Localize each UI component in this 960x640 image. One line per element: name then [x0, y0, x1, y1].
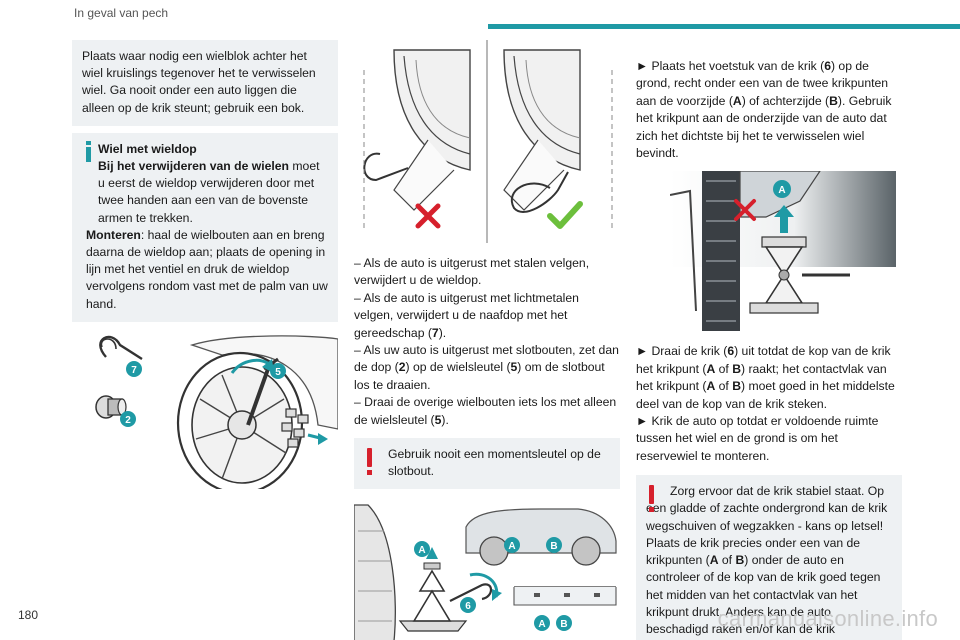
instructions-list: – Als de auto is uitgerust met stalen ve…: [354, 255, 620, 429]
svg-text:A: A: [778, 185, 785, 196]
info-mount-label: Monteren: [86, 227, 141, 242]
callout-a-jack: A: [414, 541, 430, 558]
svg-text:7: 7: [131, 365, 137, 376]
step-position-jack: ► Plaats het voetstuk van de krik (6) op…: [636, 59, 892, 161]
jack-contact-illustration: A: [670, 171, 902, 332]
svg-text:6: 6: [465, 601, 471, 612]
svg-text:A: A: [508, 541, 515, 552]
callout-5: 5: [270, 362, 286, 379]
info-lead-rest: moet u eerst de wieldop verwijderen door…: [98, 159, 320, 225]
info-box-hubcap: Wiel met wieldop Bij het verwijderen van…: [72, 132, 338, 322]
svg-text:A: A: [418, 545, 425, 556]
svg-text:B: B: [560, 619, 567, 630]
bullet-loosen-bolts: – Draai de overige wielbouten iets los m…: [354, 395, 617, 427]
column-right: ► Plaats het voetstuk van de krik (6) op…: [636, 40, 902, 640]
svg-text:2: 2: [125, 415, 131, 426]
watermark: carmanualsonline.info: [717, 606, 938, 631]
column-left: Plaats waar nodig een wielblok achter he…: [72, 40, 338, 489]
step-lift-car: ► Krik de auto op totdat er voldoende ru…: [636, 414, 879, 463]
column-middle: – Als de auto is uitgerust met stalen ve…: [354, 40, 620, 640]
callout-2: 2: [120, 410, 136, 427]
info-lead: Bij het verwijderen van de wielen: [98, 159, 290, 174]
warning-jack-stable: Zorg ervoor dat de krik stabiel staat. O…: [646, 484, 888, 533]
cross-icon: [734, 199, 756, 222]
svg-text:A: A: [538, 619, 545, 630]
warning-icon: [366, 448, 374, 476]
bullet-alloy-rims: – Als de auto is uitgerust met lichtmeta…: [354, 290, 579, 340]
hubcap-removal-illustration: [354, 40, 620, 243]
callout-7: 7: [126, 360, 142, 377]
callout-a-under: A: [534, 615, 550, 632]
info-icon: [84, 140, 94, 165]
warning-text: Gebruik nooit een momentsleutel op de sl…: [388, 447, 601, 479]
callout-b-car: B: [546, 537, 562, 554]
callout-a: A: [773, 180, 791, 199]
page-number: 180: [18, 608, 39, 622]
warning-icon: [648, 485, 656, 513]
info-title: Wiel met wieldop: [98, 141, 197, 156]
running-header: In geval van pech: [74, 6, 169, 20]
info-mount-text: : haal de wielbouten aan en breng daarna…: [86, 227, 328, 311]
wheel-tools-illustration: 7 5 2: [72, 329, 338, 489]
callout-b-under: B: [556, 615, 572, 632]
svg-text:5: 5: [275, 367, 281, 378]
cross-icon: [415, 203, 441, 229]
note-text: Plaats waar nodig een wielblok achter he…: [82, 49, 316, 115]
bullet-lock-bolts: – Als uw auto is uitgerust met slotboute…: [354, 343, 619, 392]
callout-6: 6: [460, 597, 476, 614]
callout-a-car: A: [504, 537, 520, 554]
jack-points-illustration: A A B 6 A B: [354, 501, 620, 640]
note-box: Plaats waar nodig een wielblok achter he…: [72, 40, 338, 126]
warning-box-torque: Gebruik nooit een momentsleutel op de sl…: [354, 438, 620, 490]
svg-text:B: B: [550, 541, 557, 552]
step-raise-jack: ► Draai de krik (6) uit totdat de kop va…: [636, 343, 902, 465]
warning-box-jack: Zorg ervoor dat de krik stabiel staat. O…: [636, 475, 902, 640]
warning-jack-position: Plaats de krik precies onder een van de …: [646, 535, 881, 640]
header-accent-bar: [488, 24, 960, 29]
check-icon: [547, 201, 583, 229]
bullet-steel-rims: – Als de auto is uitgerust met stalen ve…: [354, 256, 590, 288]
